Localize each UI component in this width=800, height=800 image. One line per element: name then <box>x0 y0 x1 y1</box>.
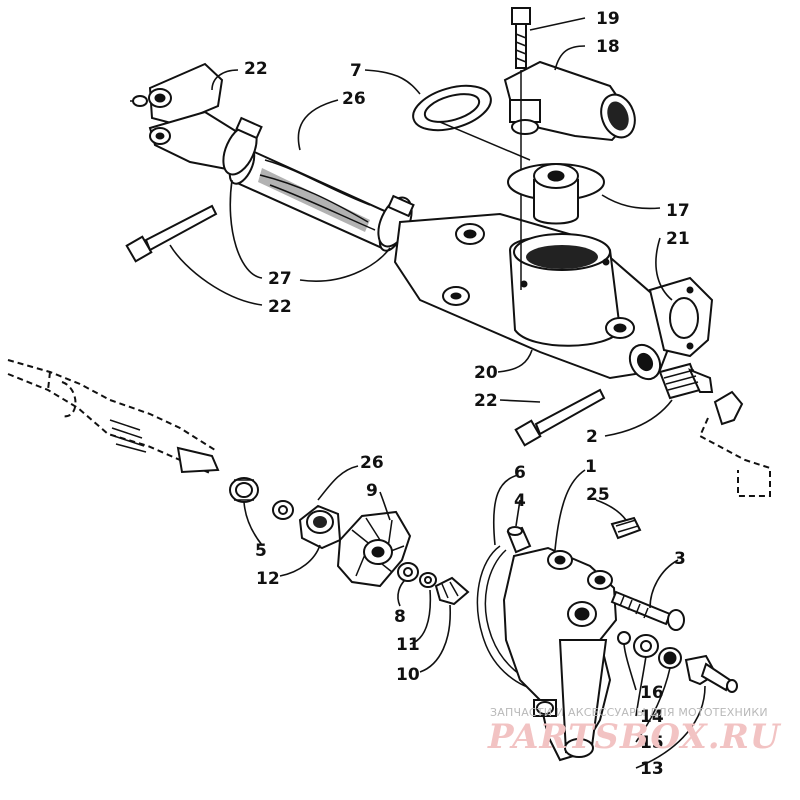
callout-20: 20 <box>474 363 498 383</box>
callout-26: 25 <box>586 485 610 505</box>
callout-10: 10 <box>396 665 420 685</box>
o-ring-part-7 <box>412 84 492 132</box>
washer-part-8 <box>397 562 419 582</box>
pump-cover-part-1 <box>502 546 618 762</box>
impeller-part-9 <box>336 510 412 588</box>
bolt-part-3 <box>610 590 685 631</box>
bolt-part-10 <box>434 576 470 606</box>
washer-part-11 <box>419 572 437 588</box>
callout-15: 15 <box>640 733 664 753</box>
callout-27: 26 <box>360 453 384 473</box>
leader-lines <box>169 17 706 769</box>
dashed-wire <box>698 417 771 497</box>
seal-part-12 <box>298 504 342 550</box>
sensor-part-2 <box>658 362 744 426</box>
callout-22-lower: 22 <box>474 391 498 411</box>
dowel-part-4 <box>506 526 532 554</box>
callout-8: 8 <box>394 607 406 627</box>
screw-part-26 <box>610 516 642 540</box>
callout-4: 4 <box>514 491 526 511</box>
callout-13: 13 <box>640 759 664 779</box>
washer-part-14 <box>633 634 659 658</box>
callout-25: 27 <box>268 269 292 289</box>
callout-22-upper: 22 <box>268 297 292 317</box>
callout-2: 2 <box>586 427 598 447</box>
watermark-logo: PARTSBOX.RU <box>488 717 781 757</box>
washer-part-16 <box>617 631 631 645</box>
gasket-part-21 <box>648 276 714 358</box>
washer-part-27 <box>272 500 294 520</box>
callout-16: 16 <box>640 683 664 703</box>
callout-12: 12 <box>256 569 280 589</box>
bolt-part-22-lower <box>514 388 606 447</box>
callout-21: 21 <box>666 229 690 249</box>
callout-3: 3 <box>674 549 686 569</box>
elbow-outlet-part-18 <box>503 60 636 142</box>
callout-5: 5 <box>255 541 267 561</box>
callout-17: 17 <box>666 201 690 221</box>
drain-plug-part-13 <box>684 654 738 693</box>
callout-23: 22 <box>244 59 268 79</box>
bearing-part-5 <box>229 477 259 503</box>
thermostat-housing-part-20 <box>393 212 682 381</box>
callout-18: 18 <box>596 37 620 57</box>
thermostat-part-17 <box>439 121 605 225</box>
callout-11: 11 <box>396 635 420 655</box>
callout-14: 14 <box>640 707 664 727</box>
callout-1: 1 <box>585 457 597 477</box>
bolt-part-22-upper <box>125 204 218 263</box>
callout-7: 7 <box>350 61 362 81</box>
shaft <box>7 359 220 475</box>
washer-part-15 <box>658 647 682 669</box>
watermark-tagline: ЗАПЧАСТИ И АКСЕССУАРЫ ДЛЯ МОТОТЕХНИКИ <box>490 706 768 719</box>
fitting-stubs <box>130 95 148 107</box>
callout-9: 9 <box>366 481 378 501</box>
callout-24: 26 <box>342 89 366 109</box>
callout-19: 19 <box>596 9 620 29</box>
callout-labels: 19 18 22 7 26 17 21 27 22 20 22 2 26 9 5… <box>244 9 690 779</box>
callout-6: 6 <box>514 463 526 483</box>
